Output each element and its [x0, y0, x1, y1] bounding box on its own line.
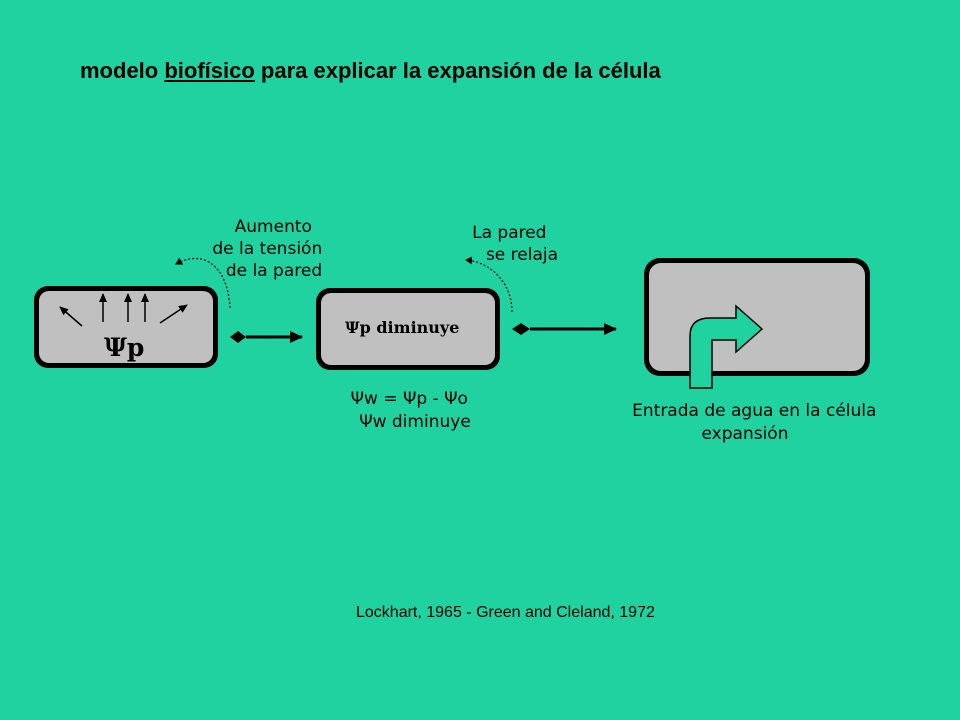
citation: Lockhart, 1965 - Green and Cleland, 1972 — [356, 604, 655, 621]
water-potential-equation: Ψw = Ψp - Ψo Ψw diminuye — [351, 389, 474, 432]
water-entry-label: Entrada de agua en la célula expansión — [632, 401, 882, 444]
title-part-2: para explicar la expansión de la célula — [254, 58, 661, 83]
title-part-1: modelo — [80, 58, 165, 83]
title-underlined-word: biofísico — [164, 58, 255, 83]
cell-2: Ψp diminuye — [316, 288, 500, 370]
tension-label: Aumento de la tensión de la pared — [212, 217, 327, 281]
connector-arrow-1 — [230, 331, 303, 343]
relax-label: La pared se relaja — [472, 223, 558, 265]
cell-3-expanded — [644, 258, 870, 389]
cell-2-label: Ψp diminuye — [345, 318, 459, 337]
curved-arrow — [175, 257, 231, 309]
pressure-arrow — [159, 304, 188, 324]
cell-1-label: Ψp — [104, 333, 144, 362]
cell-1: Ψp — [34, 286, 218, 368]
water-entry-arrow — [689, 304, 764, 389]
slide-title: modelo biofísico para explicar la expans… — [80, 58, 661, 84]
curved-arrow — [465, 256, 513, 313]
connector-arrow-2 — [512, 323, 617, 335]
pressure-arrow — [59, 306, 83, 327]
